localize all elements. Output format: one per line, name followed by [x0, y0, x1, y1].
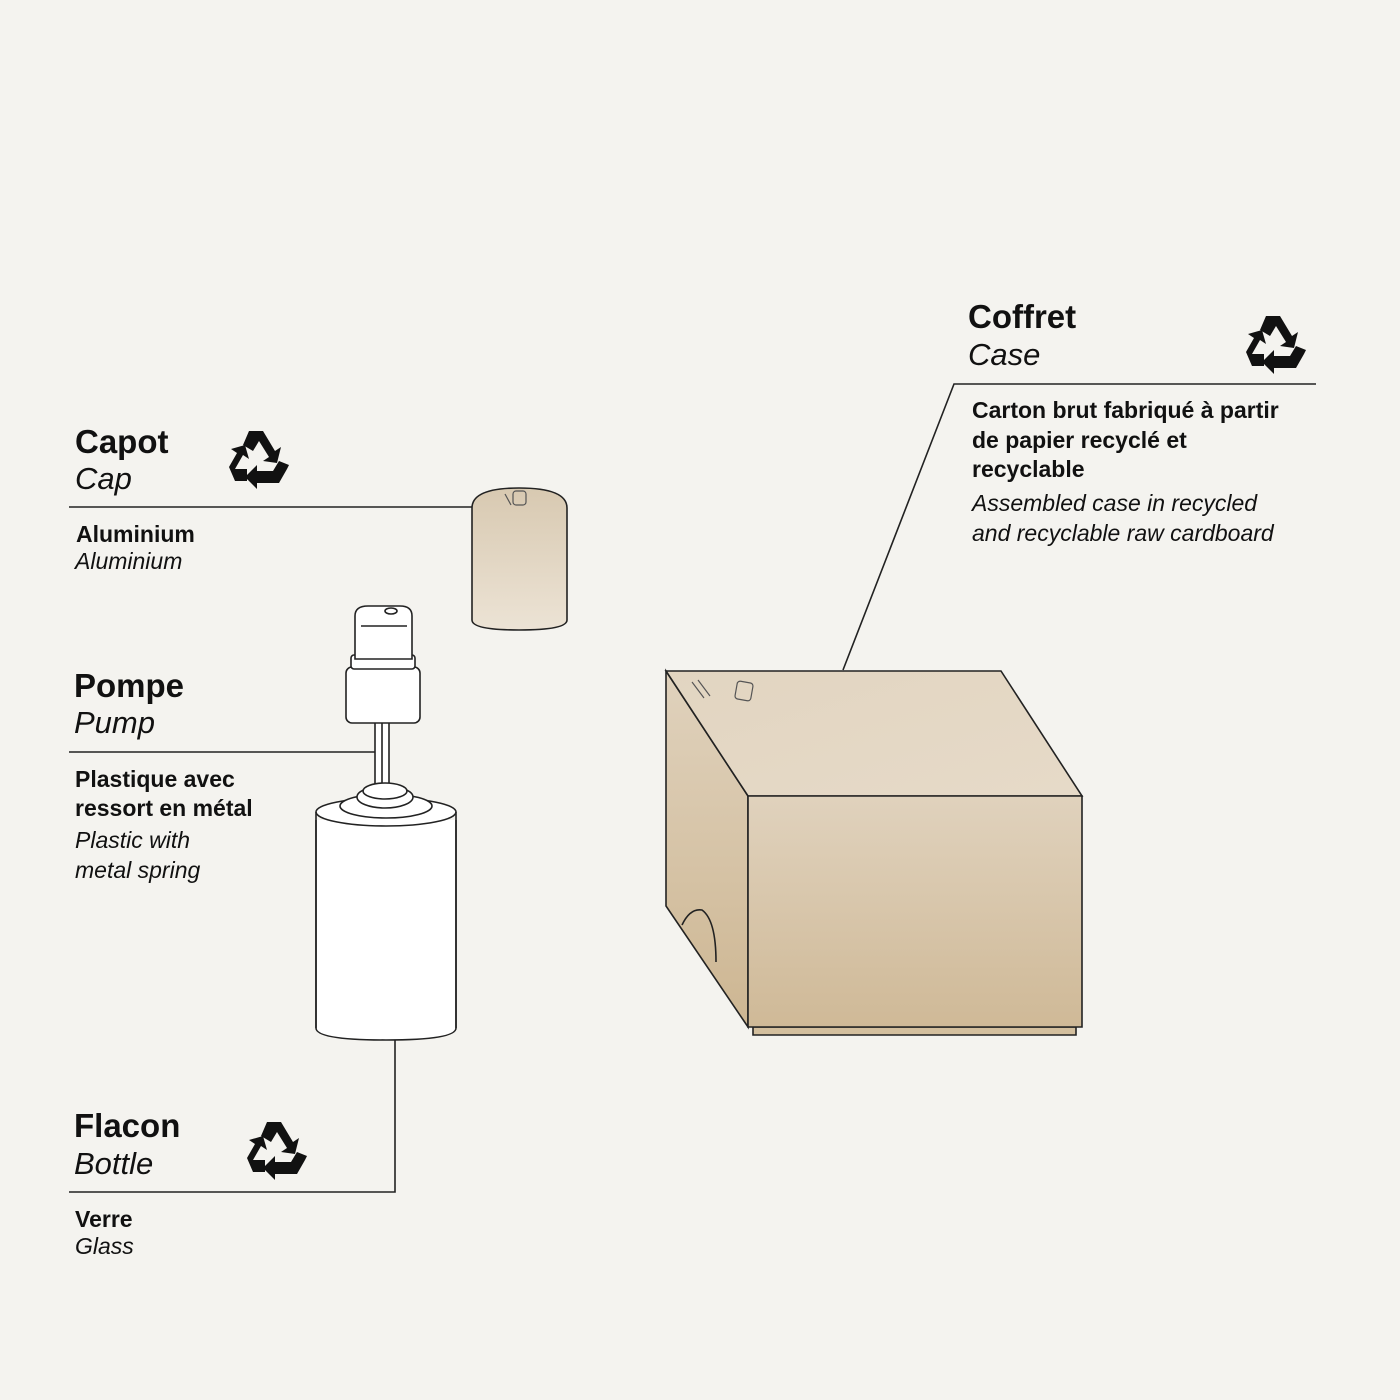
pump-title-en: Pump — [74, 705, 155, 740]
bottle-material-en: Glass — [75, 1233, 134, 1259]
pump-title-fr: Pompe — [74, 667, 185, 704]
bottle-title-en: Bottle — [74, 1146, 154, 1181]
case-illustration — [664, 668, 1084, 1036]
bottle-illustration — [315, 782, 457, 1041]
bottle-leader-line — [69, 1040, 396, 1193]
case-front-face — [747, 795, 1083, 1028]
pump-illustration — [345, 605, 421, 785]
cap-logo-icon — [504, 490, 527, 506]
case-leader-line — [842, 383, 1316, 671]
cap-title-fr: Capot — [75, 423, 169, 460]
case-logo-icon — [691, 679, 754, 702]
pump-material-fr-1: Plastique avec — [75, 766, 235, 792]
case-material-en-1: Assembled case in recycled — [972, 490, 1258, 516]
case-material-en-2: and recyclable raw cardboard — [972, 520, 1274, 546]
case-title-fr: Coffret — [968, 298, 1077, 335]
case-material-fr-2: de papier recyclé et — [972, 427, 1187, 453]
cap-title-en: Cap — [75, 461, 132, 496]
case-title-en: Case — [968, 337, 1041, 372]
cap-recycle-icon — [229, 431, 289, 489]
pump-material-en-1: Plastic with — [75, 827, 191, 853]
case-bottom-lip — [752, 1026, 1077, 1036]
bottle-recycle-icon — [247, 1122, 307, 1180]
cap-material-en: Aluminium — [75, 548, 183, 574]
pump-material-fr-2: ressort en métal — [75, 795, 253, 821]
pump-material-en-2: metal spring — [75, 857, 201, 883]
leader-lines — [69, 383, 1316, 1193]
bottle-material-fr: Verre — [75, 1206, 133, 1232]
case-material-fr-3: recyclable — [972, 456, 1085, 482]
case-material-fr-1: Carton brut fabriqué à partir — [972, 397, 1279, 423]
cap-material-fr: Aluminium — [76, 521, 195, 547]
cap-illustration — [471, 487, 568, 631]
case-recycle-icon — [1246, 316, 1306, 374]
bottle-title-fr: Flacon — [74, 1107, 181, 1144]
